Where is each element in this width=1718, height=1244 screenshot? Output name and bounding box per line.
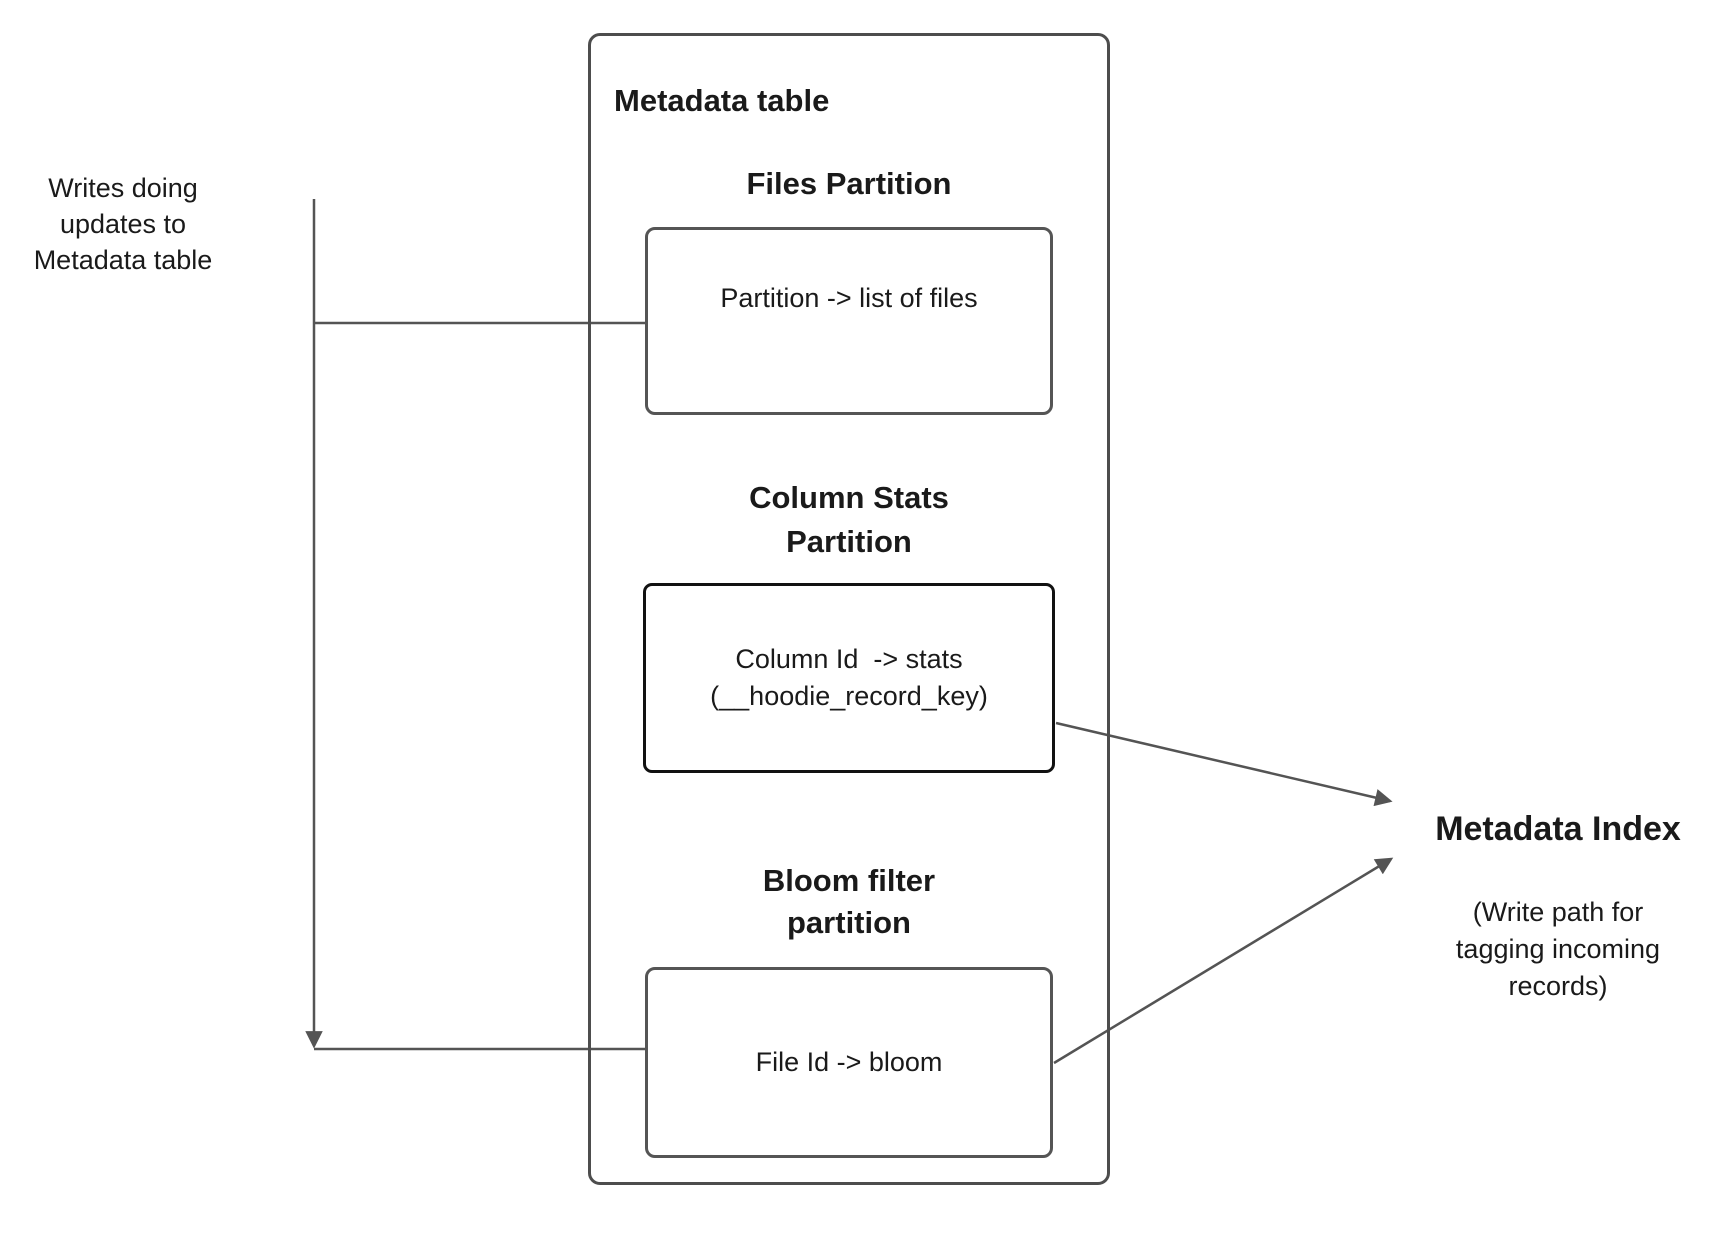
bloom-filter-partition-heading: Bloom filter partition	[762, 863, 936, 940]
stats-to-index-arrow	[1055, 721, 1393, 807]
metadata-table-box	[588, 33, 1110, 1185]
bloom-to-index-arrow	[1053, 857, 1394, 1065]
metadata-index-subtitle: (Write path for tagging incoming records…	[1455, 897, 1661, 1001]
files-partition-box-text: Partition -> list of files	[720, 283, 978, 313]
files-partition-heading: Files Partition	[746, 166, 952, 201]
writes-note: Writes doing updates to Metadata table	[33, 173, 213, 275]
metadata-index-title: Metadata Index	[1435, 810, 1681, 848]
bloom-filter-partition-box: File Id -> bloom	[645, 967, 1053, 1158]
column-stats-partition-heading: Column Stats Partition	[749, 480, 949, 559]
files-partition-box: Partition -> list of files	[645, 227, 1053, 415]
bloom-filter-partition-box-text: File Id -> bloom	[755, 1047, 943, 1077]
column-stats-partition-box-text: Column Id -> stats (__hoodie_record_key)	[710, 644, 988, 711]
column-stats-partition-box: Column Id -> stats (__hoodie_record_key)	[643, 583, 1055, 773]
metadata-table-title: Metadata table	[614, 83, 830, 118]
